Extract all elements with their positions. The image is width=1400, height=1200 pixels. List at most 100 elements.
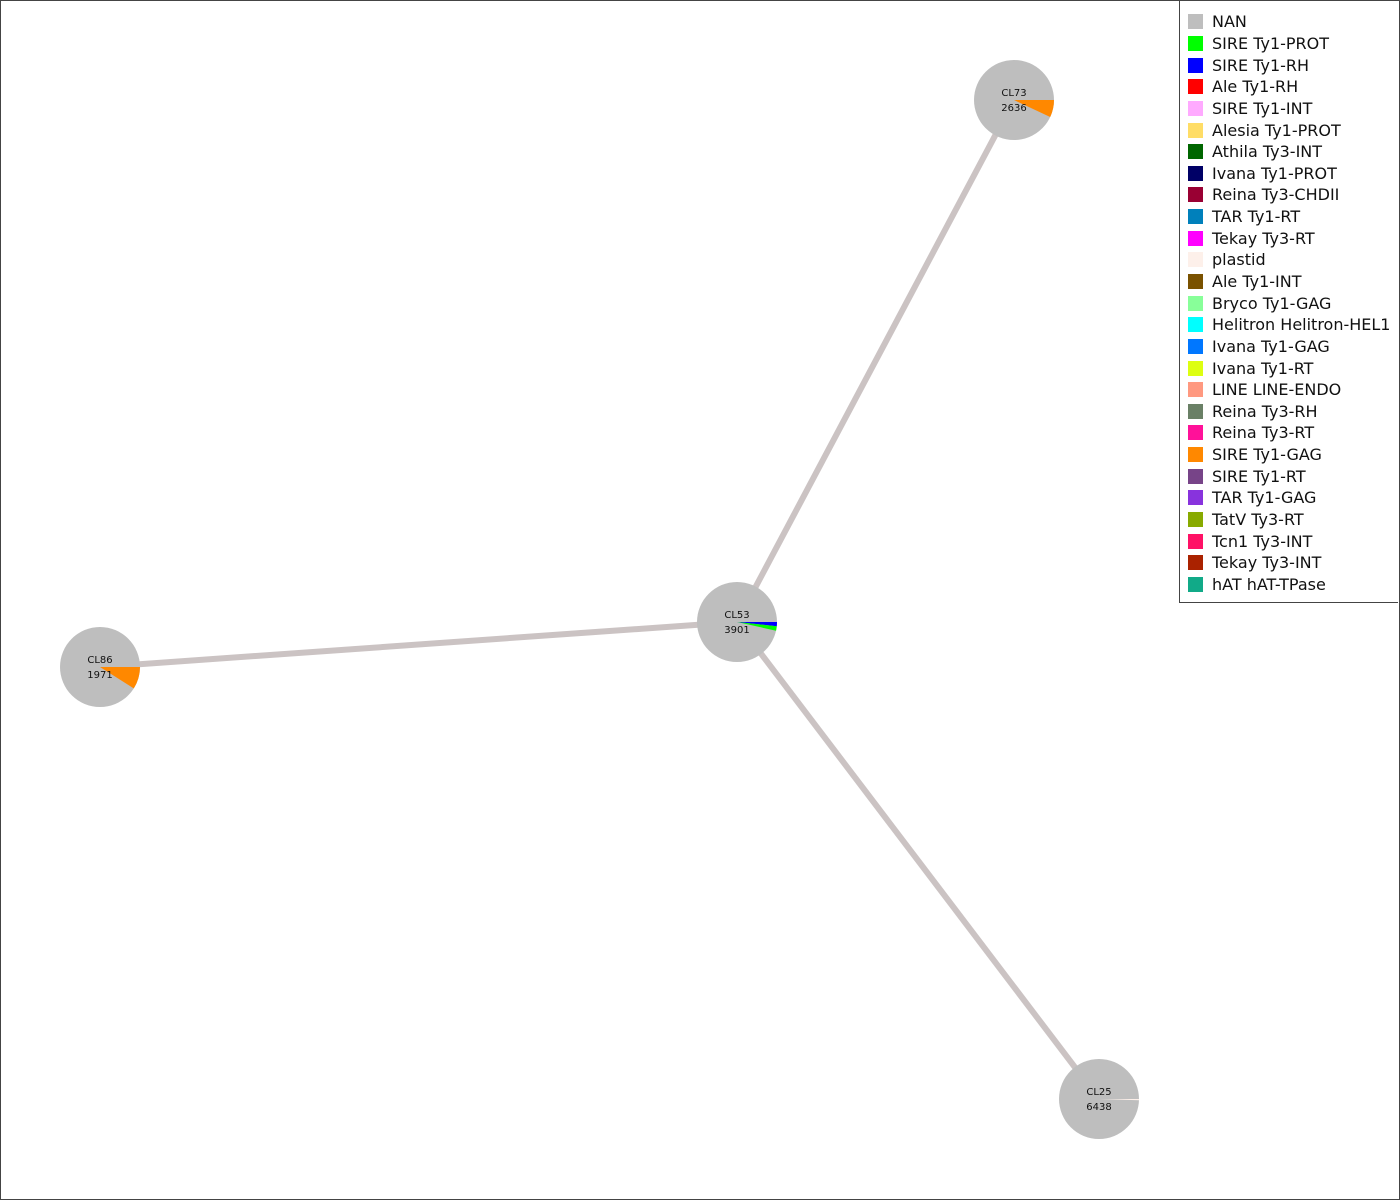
legend-swatch: [1188, 144, 1203, 160]
legend-label: Ivana Ty1-RT: [1212, 358, 1314, 378]
legend-item: hAT hAT-TPase: [1188, 574, 1398, 596]
legend-label: Tekay Ty3-INT: [1212, 553, 1322, 573]
node-CL53[interactable]: CL53 3901: [697, 582, 777, 662]
legend-item: SIRE Ty1-PROT: [1188, 33, 1398, 55]
legend-label: Tcn1 Ty3-INT: [1212, 531, 1313, 551]
legend-swatch: [1188, 79, 1203, 95]
legend-item: Ale Ty1-RH: [1188, 76, 1398, 98]
node-size: 6438: [1086, 1102, 1111, 1113]
legend-label: Ale Ty1-RH: [1212, 77, 1299, 97]
legend-item: TatV Ty3-RT: [1188, 509, 1398, 531]
legend-swatch: [1188, 274, 1203, 289]
legend-label: Reina Ty3-RH: [1212, 401, 1318, 421]
legend-item: SIRE Ty1-RH: [1188, 54, 1398, 76]
legend-item: Bryco Ty1-GAG: [1188, 292, 1398, 314]
legend-swatch: [1188, 382, 1203, 398]
legend-swatch: [1188, 187, 1203, 203]
legend-label: SIRE Ty1-GAG: [1212, 445, 1322, 465]
legend-swatch: [1188, 230, 1203, 246]
pie-slice: [1099, 1099, 1139, 1101]
legend-item: Athila Ty3-INT: [1188, 141, 1398, 163]
legend-swatch: [1188, 533, 1203, 549]
node-label: CL73: [1001, 88, 1026, 99]
legend-label: Alesia Ty1-PROT: [1212, 120, 1341, 140]
legend-label: Helitron Helitron-HEL1: [1212, 315, 1391, 335]
legend-item: Ivana Ty1-GAG: [1188, 336, 1398, 358]
legend-label: LINE LINE-ENDO: [1212, 380, 1342, 400]
legend-item: Helitron Helitron-HEL1: [1188, 314, 1398, 336]
legend-swatch: [1188, 360, 1203, 376]
legend-label: SIRE Ty1-RT: [1212, 466, 1306, 486]
edge-CL53-CL25: [734, 620, 1102, 1101]
pie-slice: [737, 622, 777, 627]
legend-swatch: [1188, 425, 1203, 441]
legend-label: Ivana Ty1-PROT: [1212, 163, 1337, 183]
node-CL73[interactable]: CL73 2636: [974, 60, 1054, 140]
legend-item: Ivana Ty1-PROT: [1188, 162, 1398, 184]
legend-swatch: [1188, 468, 1203, 484]
legend-swatch: [1188, 209, 1203, 225]
legend-item: Tekay Ty3-INT: [1188, 552, 1398, 574]
legend-label: TAR Ty1-GAG: [1212, 488, 1317, 508]
legend-label: hAT hAT-TPase: [1212, 574, 1326, 594]
legend-item: Reina Ty3-CHDII: [1188, 184, 1398, 206]
node-label: CL25: [1086, 1087, 1111, 1098]
legend-swatch: [1188, 14, 1203, 30]
legend-swatch: [1188, 252, 1203, 268]
legend-swatch: [1188, 100, 1203, 116]
legend-item: SIRE Ty1-RT: [1188, 465, 1398, 487]
legend-item: LINE LINE-ENDO: [1188, 379, 1398, 401]
legend-item: Alesia Ty1-PROT: [1188, 119, 1398, 141]
legend-swatch: [1188, 57, 1203, 73]
legend-swatch: [1188, 122, 1203, 138]
legend-swatch: [1188, 317, 1203, 333]
legend-item: TAR Ty1-RT: [1188, 206, 1398, 228]
legend-label: SIRE Ty1-RH: [1212, 55, 1310, 75]
legend-swatch: [1188, 35, 1203, 51]
legend-label: Tekay Ty3-RT: [1212, 228, 1315, 248]
node-size: 3901: [724, 625, 749, 636]
legend-item: SIRE Ty1-INT: [1188, 98, 1398, 120]
legend-swatch: [1188, 512, 1203, 528]
legend-label: TAR Ty1-RT: [1212, 207, 1301, 227]
legend-item: Tcn1 Ty3-INT: [1188, 530, 1398, 552]
legend-swatch: [1188, 295, 1203, 311]
node-CL86[interactable]: CL86 1971: [60, 627, 140, 707]
legend-swatch: [1188, 165, 1203, 181]
node-label: CL53: [724, 610, 749, 621]
legend-label: SIRE Ty1-INT: [1212, 98, 1313, 118]
legend-item: Tekay Ty3-RT: [1188, 227, 1398, 249]
legend-item: plastid: [1188, 249, 1398, 271]
legend-swatch: [1188, 403, 1203, 419]
legend-item: Reina Ty3-RT: [1188, 422, 1398, 444]
node-size: 1971: [87, 670, 112, 681]
node-size: 2636: [1001, 103, 1026, 114]
legend-label: TatV Ty3-RT: [1212, 510, 1304, 530]
legend-item: TAR Ty1-GAG: [1188, 487, 1398, 509]
edge-CL53-CL86: [99, 619, 738, 670]
legend-label: NAN: [1212, 12, 1247, 32]
pie-slice: [100, 667, 140, 689]
legend-label: Reina Ty3-RT: [1212, 423, 1315, 443]
edges-layer: [99, 98, 1102, 1101]
legend-item: Ale Ty1-INT: [1188, 271, 1398, 293]
legend-label: Bryco Ty1-GAG: [1212, 293, 1332, 313]
node-CL25[interactable]: CL25 6438: [1059, 1059, 1139, 1139]
legend-item: Ivana Ty1-RT: [1188, 357, 1398, 379]
legend-item: Reina Ty3-RH: [1188, 401, 1398, 423]
legend-item: SIRE Ty1-GAG: [1188, 444, 1398, 466]
pie-slice: [737, 622, 777, 631]
legend-label: plastid: [1212, 250, 1266, 270]
legend-label: Athila Ty3-INT: [1212, 142, 1323, 162]
node-label: CL86: [87, 655, 112, 666]
legend-label: Ale Ty1-INT: [1212, 272, 1302, 291]
legend-swatch: [1188, 447, 1203, 463]
legend-swatch: [1188, 555, 1203, 571]
legend-label: SIRE Ty1-PROT: [1212, 33, 1330, 53]
legend-swatch: [1188, 338, 1203, 354]
legend-swatch: [1188, 576, 1203, 592]
legend-swatch: [1188, 490, 1203, 506]
legend-item: NAN: [1188, 11, 1398, 33]
